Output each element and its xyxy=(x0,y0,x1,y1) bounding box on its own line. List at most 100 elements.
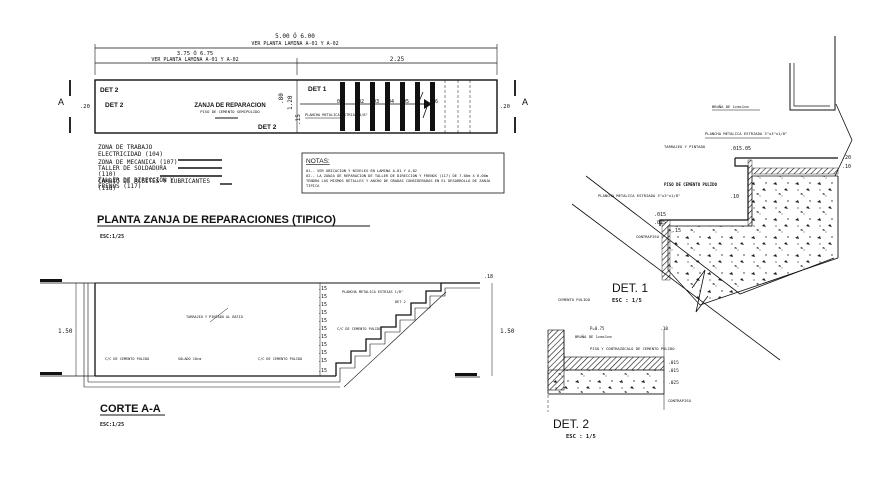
det1-label-contrapiso: CONTRAPISO xyxy=(636,234,660,239)
dim-side-right: .20 xyxy=(500,104,510,110)
dim-sub: 3.75 Ó 6.75 xyxy=(177,50,213,57)
note-line: 01.- VER UBICACION Y NIVELES EN LAMINA A… xyxy=(306,169,417,173)
dim-total: 5.00 Ó 6.00 xyxy=(275,33,315,40)
dim-right: 2.25 xyxy=(390,56,405,63)
svg-text:.15: .15 xyxy=(672,228,681,234)
svg-text:(118): (118) xyxy=(98,185,116,192)
det2-left-label: DET 2 xyxy=(105,102,124,109)
svg-text:.20: .20 xyxy=(842,155,851,161)
svg-text:.15: .15 xyxy=(318,318,327,324)
det2-label-bruna: BRUÑA DE 1cmx1cm xyxy=(575,334,612,339)
svg-text:.15: .15 xyxy=(318,326,327,332)
svg-text:.10: .10 xyxy=(730,194,739,200)
det2-label-contrapiso: CONTRAPISO xyxy=(668,398,692,403)
cut-mark-right: A xyxy=(522,97,528,107)
cut-mark-left: A xyxy=(58,97,64,107)
svg-text:.15: .15 xyxy=(318,286,327,292)
step-number: 02 xyxy=(358,99,364,105)
zones-list: ZONA DE TRABAJO ELECTRICIDAD (104) ZONA … xyxy=(98,144,232,192)
det2-label-cemento: CEMENTO PULIDO xyxy=(558,297,591,302)
dim-total-ref: VER PLANTA LAMINA A-01 Y A-02 xyxy=(251,41,338,47)
svg-text:.10: .10 xyxy=(842,164,851,170)
svg-text:TALLER DE DIRECCION Y: TALLER DE DIRECCION Y xyxy=(98,177,174,184)
step-number: 03 xyxy=(373,99,379,105)
det1-scale: ESC : 1/5 xyxy=(612,298,642,304)
note-line: TENDRA LOS MISMOS DETALLES Y ANCHO DE GR… xyxy=(306,179,491,183)
step-number: 05 xyxy=(403,99,409,105)
svg-text:(110): (110) xyxy=(98,171,116,178)
svg-text:CAMBIO DE ACEITES Y LUBRICANTE: CAMBIO DE ACEITES Y LUBRICANTES xyxy=(98,178,210,185)
det2-label-piso: PISO Y CONTRAZOCALO DE CEMENTO PULIDO xyxy=(590,346,675,351)
svg-text:FRENOS (117): FRENOS (117) xyxy=(98,183,141,190)
svg-text:.15: .15 xyxy=(318,310,327,316)
step-number: 04 xyxy=(388,99,394,105)
svg-text:ELECTRICIDAD (104): ELECTRICIDAD (104) xyxy=(98,151,163,158)
dim-width-c: .15 xyxy=(295,114,302,125)
label-floor-1: C/C DE CEMENTO PULIDO xyxy=(105,357,149,361)
dim-width-b: 1.20 xyxy=(287,95,294,110)
notes-title: NOTAS: xyxy=(306,158,330,165)
detail-1: .20 .10 .015 .05 .10 .015 .015 .15 BRUÑA… xyxy=(571,36,853,361)
label-stair-plate: PLANCHA METALICA ESTRIAS 1/8" xyxy=(342,290,403,294)
det2-top-label: DET 2 xyxy=(100,87,119,94)
label-floor-2: SOLADO 10cm xyxy=(178,357,201,361)
det1-label: DET 1 xyxy=(308,86,327,93)
riser-dims: .15 .15 .15 .15 .15 .15 .15 .15 .15 .15 … xyxy=(318,286,327,374)
det1-label-plancha: PLANCHA METALICA ESTRIADA 3"x3"x1/8" xyxy=(705,131,787,136)
plan-view: 5.00 Ó 6.00 VER PLANTA LAMINA A-01 Y A-0… xyxy=(58,33,528,240)
note-line: TIPICA xyxy=(306,184,320,188)
svg-text:.015: .015 xyxy=(730,146,742,152)
svg-text:.015: .015 xyxy=(654,212,666,218)
det1-concrete-fill xyxy=(668,176,838,305)
det2-bottom-label: DET 2 xyxy=(258,124,277,131)
plan-scale: ESC:1/25 xyxy=(100,234,124,240)
section-scale: ESC:1/25 xyxy=(100,422,124,428)
svg-text:TALLER DE SOLDADURA: TALLER DE SOLDADURA xyxy=(98,165,167,172)
det2-title: DET. 2 xyxy=(553,417,589,431)
svg-text:.05: .05 xyxy=(742,146,751,152)
step-number: 01 xyxy=(337,99,343,105)
det1-label-piso: PISO DE CEMENTO PULIDO xyxy=(664,182,718,187)
notes-box xyxy=(301,152,505,194)
step-number: 06 xyxy=(432,99,438,105)
svg-text:.015: .015 xyxy=(654,220,666,226)
dim-width-a: .80 xyxy=(278,93,285,104)
svg-text:.10: .10 xyxy=(660,326,668,332)
svg-text:.015: .015 xyxy=(668,360,679,366)
svg-text:.15: .15 xyxy=(318,302,327,308)
detail-2: CEMENTO PULIDO BRUÑA DE 1cmx1cm PISO Y C… xyxy=(547,297,692,440)
svg-text:ZONA DE TRABAJO: ZONA DE TRABAJO xyxy=(98,144,153,151)
svg-text:.15: .15 xyxy=(318,368,327,374)
svg-text:ZONA DE MECANICA (107): ZONA DE MECANICA (107) xyxy=(98,159,177,166)
det1-label-bruna: BRUÑA DE 1cmx1cm xyxy=(712,104,749,109)
label-step-finish: C/C DE CEMENTO PULIDO xyxy=(337,327,381,331)
dim-side-left: .20 xyxy=(80,104,90,110)
section-title: CORTE A-A xyxy=(100,403,161,415)
stair-plate-note: PLANCHA METALICA ESTRIAS 1/8" xyxy=(305,113,368,117)
section-top-dim: .18 xyxy=(484,274,493,280)
svg-text:P=0.75: P=0.75 xyxy=(590,326,605,331)
svg-text:.15: .15 xyxy=(318,358,327,364)
stair-steps-plan xyxy=(340,82,435,131)
note-line: 02.- LA ZANJA DE REPARACION DE TALLER DE… xyxy=(306,174,489,178)
plan-title: PLANTA ZANJA DE REPARACIONES (TIPICO) xyxy=(97,214,336,226)
svg-text:.15: .15 xyxy=(318,334,327,340)
det1-title: DET. 1 xyxy=(612,281,648,295)
section-height-left: 1.50 xyxy=(58,328,73,335)
trench-center-label: ZANJA DE REPARACION xyxy=(194,103,265,109)
section-view: .15 .15 .15 .15 .15 .15 .15 .15 .15 .15 … xyxy=(40,274,515,428)
label-det2: DET 2 xyxy=(395,300,406,304)
svg-text:.15: .15 xyxy=(318,294,327,300)
svg-text:.025: .025 xyxy=(668,380,679,386)
svg-text:.15: .15 xyxy=(318,350,327,356)
svg-text:.015: .015 xyxy=(668,368,679,374)
dim-sub-ref: VER PLANTA LAMINA A-01 Y A-02 xyxy=(151,57,238,63)
det1-label-tarrajeo: TARRAJEO Y PINTADO xyxy=(664,144,706,149)
section-height-right: 1.50 xyxy=(500,328,515,335)
label-floor-3: C/C DE CEMENTO PULIDO xyxy=(258,357,302,361)
det2-scale: ESC : 1/5 xyxy=(566,434,596,440)
label-wall: TARRAJEO Y PINTADO AL BATIO xyxy=(186,315,243,319)
svg-text:.15: .15 xyxy=(318,342,327,348)
trench-center-sub: PISO DE CEMENTO SEMIPULIDO xyxy=(200,109,260,114)
